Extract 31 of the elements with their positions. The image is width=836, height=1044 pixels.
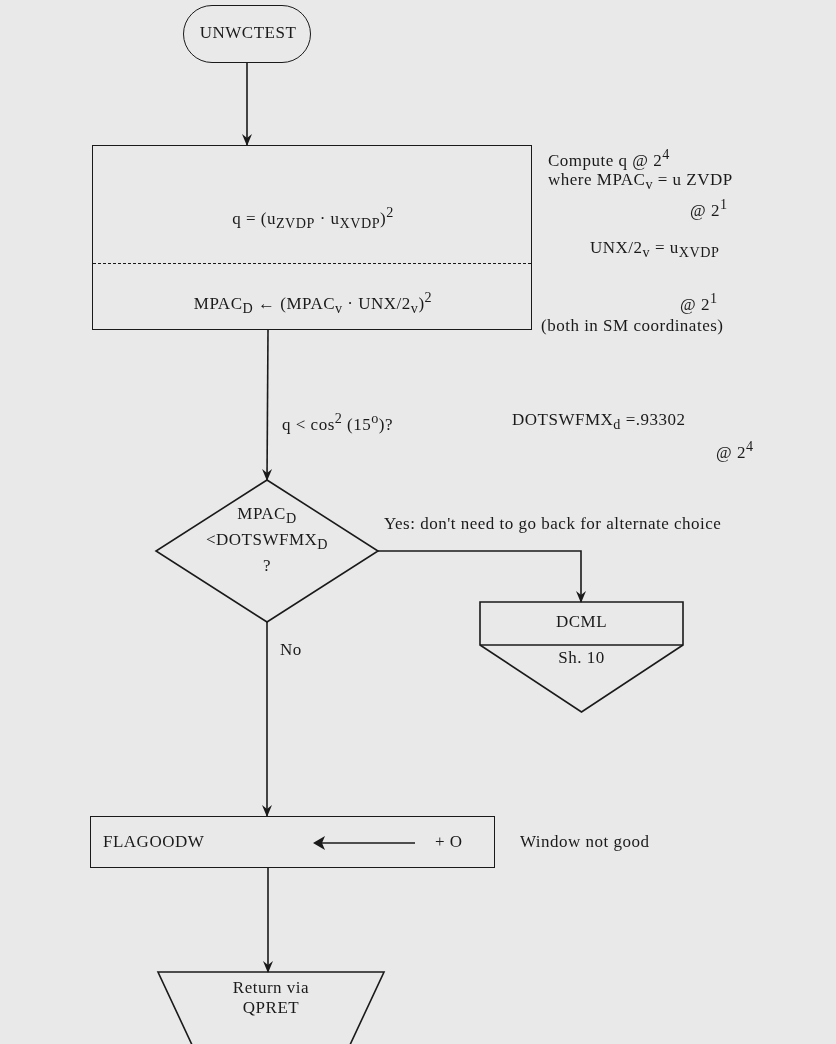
process-box — [92, 145, 532, 330]
annotation-text: UNX/2$_{v}$ = u$_{XVDP}$ — [590, 238, 720, 262]
annotation-text: Window not good — [520, 832, 650, 852]
node-text: <DOTSWFMX$_{D}$ — [204, 530, 330, 553]
node-text: Return via QPRET — [231, 978, 311, 1018]
arrow — [377, 550, 586, 603]
annotation-text: @ 2$^{1}$ — [680, 290, 718, 315]
arrow — [262, 621, 272, 817]
node-text: DCML — [554, 612, 609, 632]
decision-diamond — [156, 480, 378, 622]
node-text: MPAC$_{D}$ — [236, 504, 298, 527]
annotation-text: q < cos$^{2}$ (15$^{o}$)? — [282, 410, 394, 435]
arrow — [242, 62, 252, 146]
return-trapezoid — [158, 972, 384, 1044]
annotation-text: where MPAC$_{v}$ = u ZVDP — [548, 170, 733, 194]
annotation-text: (both in SM coordinates) — [541, 316, 724, 336]
annotation-text: @ 2$^{1}$ — [690, 196, 728, 221]
annotation-text: DOTSWFMX$_{d}$ =.93302 — [512, 410, 686, 434]
annotation-text: Compute q @ 2$^{4}$ — [548, 146, 670, 171]
node-text: Sh. 10 — [557, 648, 606, 668]
offpage-connector — [480, 602, 683, 712]
node-text: UNWCTEST — [198, 23, 298, 43]
arrow — [263, 867, 273, 973]
node-text: + O — [435, 832, 463, 852]
node-text: FLAGOODW — [103, 832, 205, 852]
node-text: q = (u$_{ZVDP}$ · u$_{XVDP}$)$^{2}$ — [231, 204, 395, 232]
arrow — [262, 329, 273, 481]
node-text: MPAC$_{D}$ ← (MPAC$_{v}$ · UNX/2$_{v}$)$^{2}$ — [192, 289, 434, 317]
process-box — [90, 816, 495, 868]
node-text: ? — [261, 556, 272, 576]
annotation-text: @ 2$^{4}$ — [716, 438, 754, 463]
